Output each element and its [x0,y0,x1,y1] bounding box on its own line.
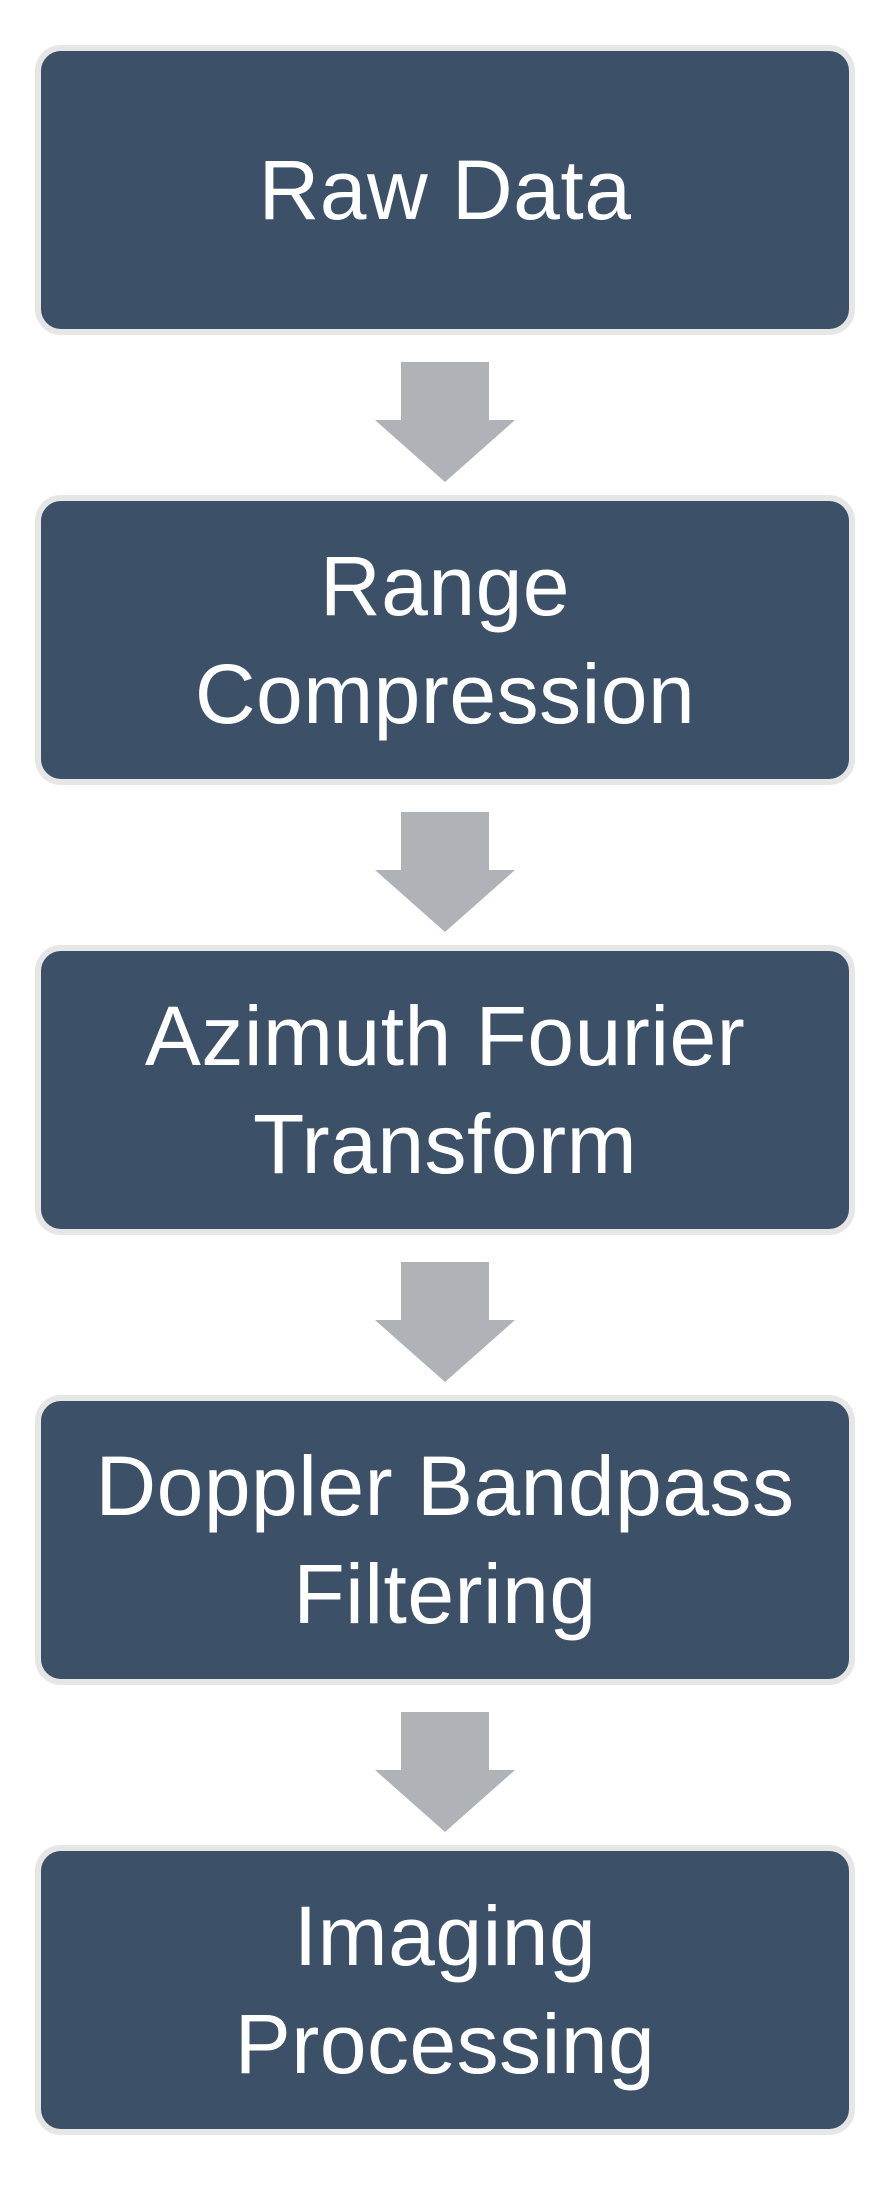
step-range-compression: Range Compression [35,495,855,785]
step-azimuth-fourier-transform: Azimuth Fourier Transform [35,945,855,1235]
down-arrow-icon [375,1712,515,1832]
down-arrow-icon [375,812,515,932]
step-label: Doppler Bandpass Filtering [95,1439,795,1641]
down-arrow-icon [375,362,515,482]
step-imaging-processing: Imaging Processing [35,1845,855,2135]
step-label: Range Compression [194,539,696,741]
step-doppler-bandpass-filtering: Doppler Bandpass Filtering [35,1395,855,1685]
down-arrow-icon [375,1262,515,1382]
step-label: Imaging Processing [234,1889,656,2091]
step-label: Raw Data [258,143,632,237]
step-raw-data: Raw Data [35,45,855,335]
step-label: Azimuth Fourier Transform [144,989,746,1191]
